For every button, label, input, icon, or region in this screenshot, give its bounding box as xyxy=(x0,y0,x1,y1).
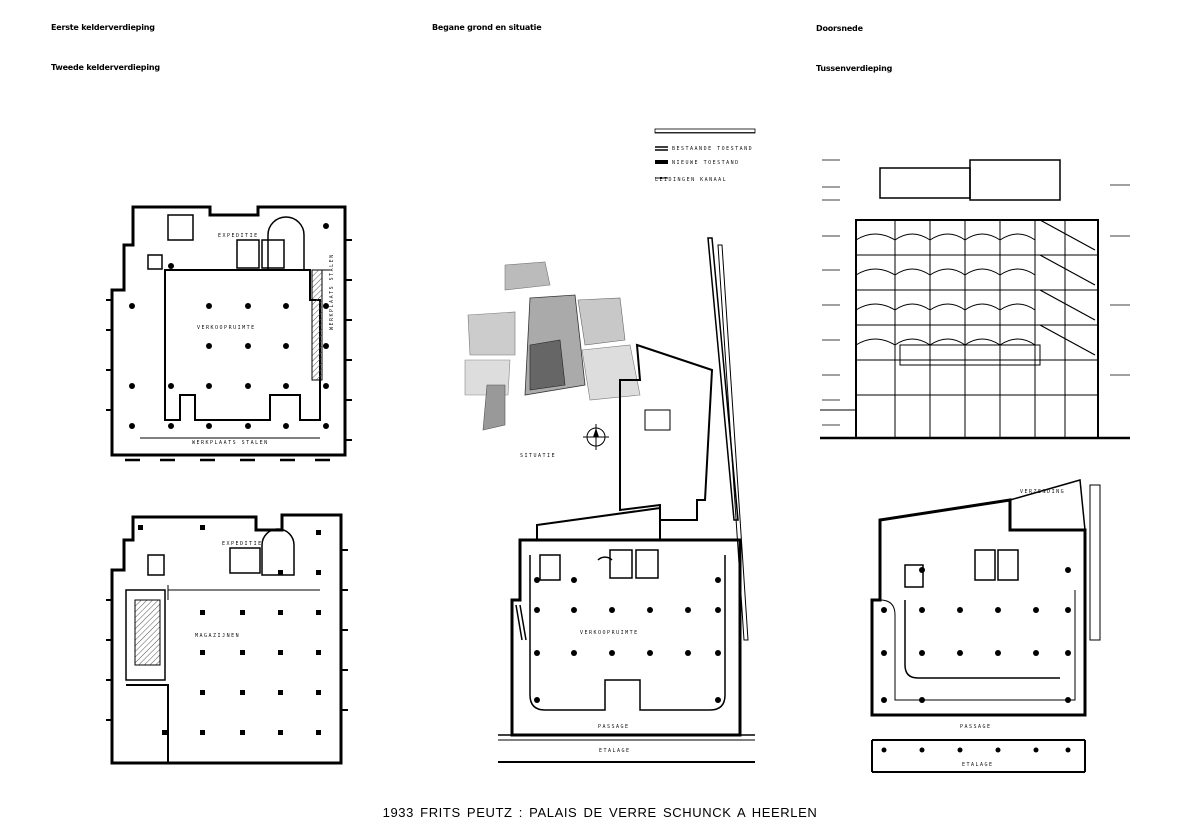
section-doorsnede xyxy=(820,159,1130,440)
room-label-verkoopruimte-2: VERKOOPRUIMTE xyxy=(580,630,639,636)
room-label-verkoopruimte: VERKOOPRUIMTE xyxy=(197,325,256,331)
label-doorsnede: Doorsnede xyxy=(816,24,863,33)
room-label-passage-2: PASSAGE xyxy=(960,724,992,730)
legend-nieuwe-toestand: NIEUWE TOESTAND xyxy=(672,160,740,166)
columns-tweede xyxy=(138,525,321,735)
label-situatie: SITUATIE xyxy=(520,453,556,459)
columns-eerste xyxy=(129,223,329,429)
site-plan-situatie xyxy=(464,261,641,450)
caption: 1933 FRITS PEUTZ : PALAIS DE VERRE SCHUN… xyxy=(382,805,818,820)
plan-eerste-kelderverdieping xyxy=(106,205,352,462)
room-label-werkplaats-stalen-2: WERKPLAATS STALEN xyxy=(329,253,335,330)
label-eerste-kelderverdieping: Eerste kelderverdieping xyxy=(51,23,155,32)
plan-begane-grond xyxy=(498,237,755,763)
label-begane-grond: Begane grond en situatie xyxy=(432,23,542,32)
room-label-expeditie-2: EXPEDITIE xyxy=(222,541,263,547)
room-label-expeditie-1: EXPEDITIE xyxy=(218,233,259,239)
legend xyxy=(654,128,756,179)
room-label-passage: PASSAGE xyxy=(598,724,630,730)
label-tussenverdieping: Tussenverdieping xyxy=(816,64,893,73)
plan-tweede-kelderverdieping xyxy=(106,513,348,765)
room-label-etalage-2: ETALAGE xyxy=(962,762,994,768)
columns-tussenverdieping xyxy=(881,567,1071,753)
room-label-verzending: VERZENDING xyxy=(1020,489,1065,495)
legend-leidingen-kanaal: LEIDINGEN KANAAL xyxy=(655,177,727,183)
label-tweede-kelderverdieping: Tweede kelderverdieping xyxy=(51,63,160,72)
room-label-magazijnen: MAGAZIJNEN xyxy=(195,633,240,639)
plan-tussenverdieping xyxy=(870,479,1101,773)
room-label-werkplaats-stalen-1: WERKPLAATS STALEN xyxy=(192,440,269,446)
room-label-etalage: ETALAGE xyxy=(599,748,631,754)
columns-begane-grond xyxy=(534,577,721,703)
legend-bestaande-toestand: BESTAANDE TOESTAND xyxy=(672,146,753,152)
